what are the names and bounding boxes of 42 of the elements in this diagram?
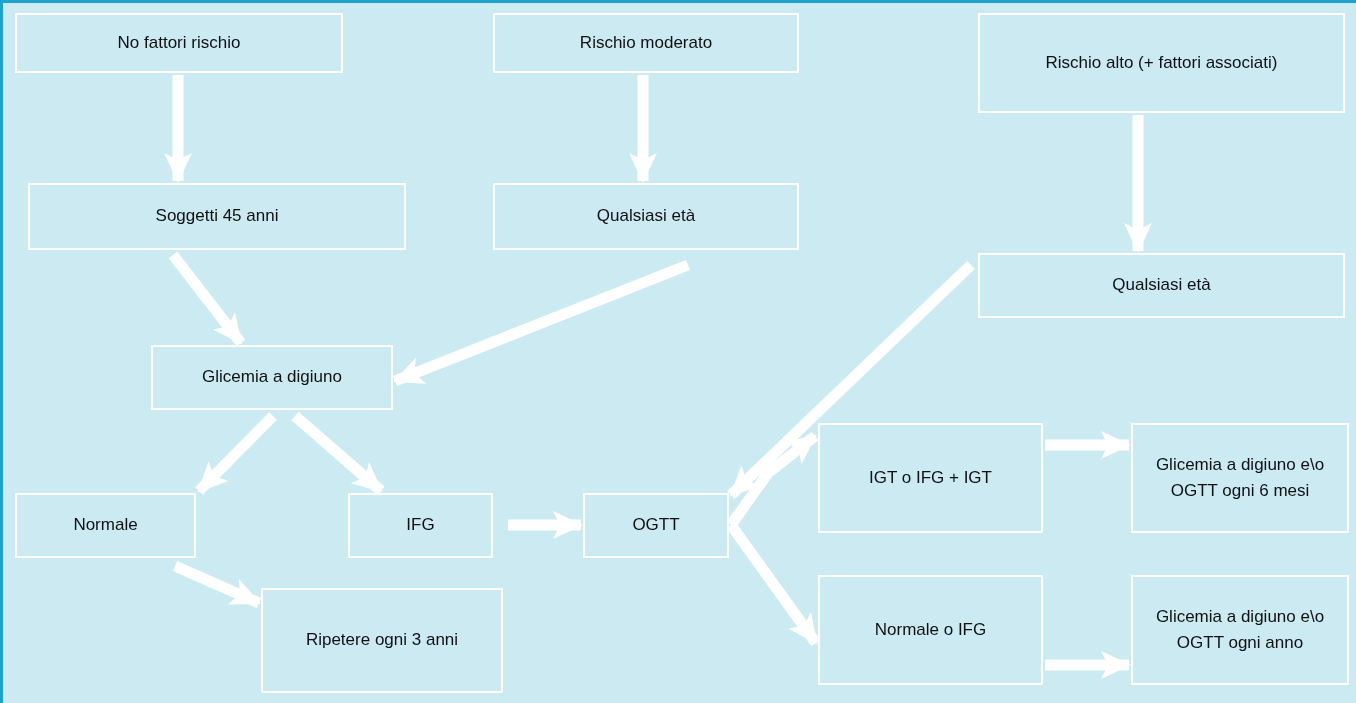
arrow <box>727 261 975 499</box>
arrow <box>291 411 385 496</box>
process-box <box>15 493 196 558</box>
box-label: IGT o IFG + IGT <box>869 466 992 489</box>
process-box <box>151 345 393 410</box>
box-label: No fattori rischio <box>117 31 241 54</box>
arrow <box>164 75 192 183</box>
arrow <box>629 75 657 183</box>
arrow <box>392 259 691 387</box>
box-label: Ripetere ogni 3 anni <box>305 629 459 652</box>
box-label: Qualsiasi età <box>1112 274 1211 297</box>
arrow <box>168 251 246 347</box>
process-box <box>261 588 503 693</box>
process-box <box>28 183 406 250</box>
process-box <box>15 13 343 73</box>
process-box <box>818 423 1043 533</box>
process-box <box>493 13 799 73</box>
arrow <box>195 412 277 495</box>
process-box <box>818 575 1043 685</box>
process-box <box>583 493 729 558</box>
box-label: Rischio moderato <box>579 31 713 54</box>
box-label: Rischio alto (+ fattori associati) <box>1045 51 1278 74</box>
process-box <box>348 493 493 558</box>
process-box <box>978 13 1345 113</box>
box-label: Normale <box>73 514 138 537</box>
process-box <box>978 253 1345 318</box>
process-box <box>1131 423 1349 533</box>
arrow <box>1124 115 1152 253</box>
arrow <box>1045 651 1131 679</box>
box-label: Glicemia a digiuno e\o OGTT ogni anno <box>1154 605 1326 654</box>
box-label: Soggetti 45 anni <box>155 205 279 228</box>
box-label: Glicemia a digiuno <box>202 366 342 389</box>
arrow <box>508 511 583 539</box>
box-label: Qualsiasi età <box>596 205 696 228</box>
arrow <box>1045 431 1131 459</box>
box-label: Normale o IFG <box>874 618 987 641</box>
process-box <box>1131 575 1349 685</box>
box-label: OGTT <box>632 514 680 537</box>
arrow <box>172 560 262 609</box>
box-label: IFG <box>406 514 435 537</box>
box-label: Glicemia a digiuno e\o OGTT ogni 6 mesi <box>1154 453 1326 502</box>
process-box <box>493 183 799 250</box>
